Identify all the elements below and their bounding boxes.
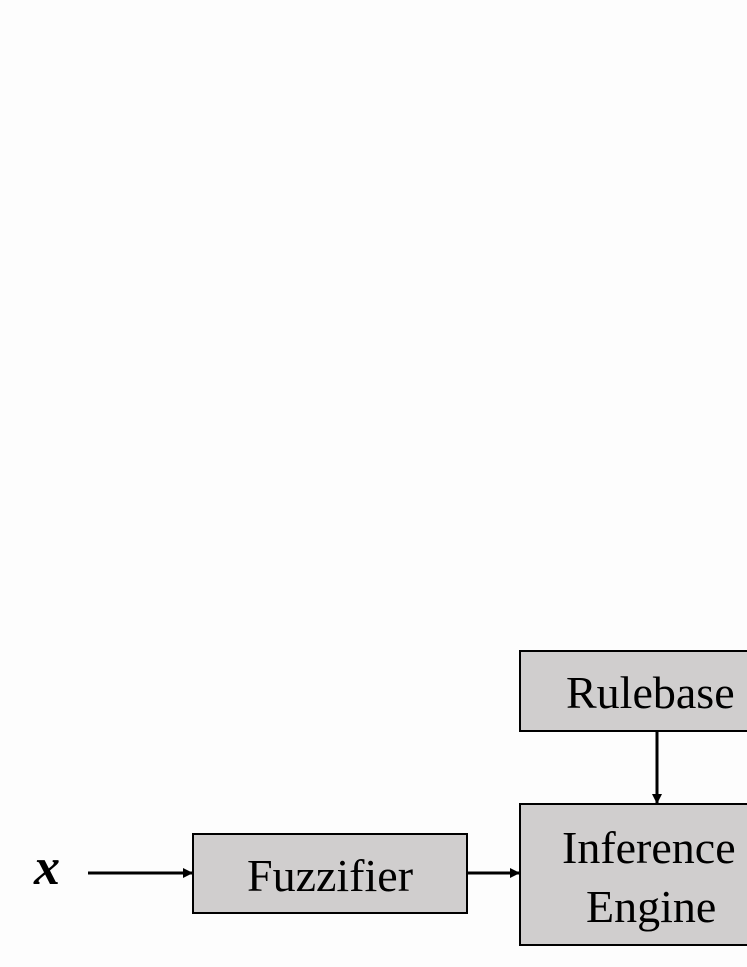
rulebase-block: Rulebase <box>519 650 747 732</box>
inference-engine-label-line1: Inference <box>562 822 736 873</box>
inference-engine-label-line2: Engine <box>586 881 716 932</box>
inference-engine-block: Inference Engine <box>519 803 747 946</box>
inference-engine-box <box>519 803 747 946</box>
fuzzifier-box <box>192 833 468 914</box>
fuzzifier-block: Fuzzifier <box>192 833 468 914</box>
rulebase-label: Rulebase <box>566 667 735 718</box>
input-variable-x: x <box>33 839 60 896</box>
fuzzifier-label: Fuzzifier <box>247 850 413 901</box>
rulebase-box <box>519 650 747 732</box>
